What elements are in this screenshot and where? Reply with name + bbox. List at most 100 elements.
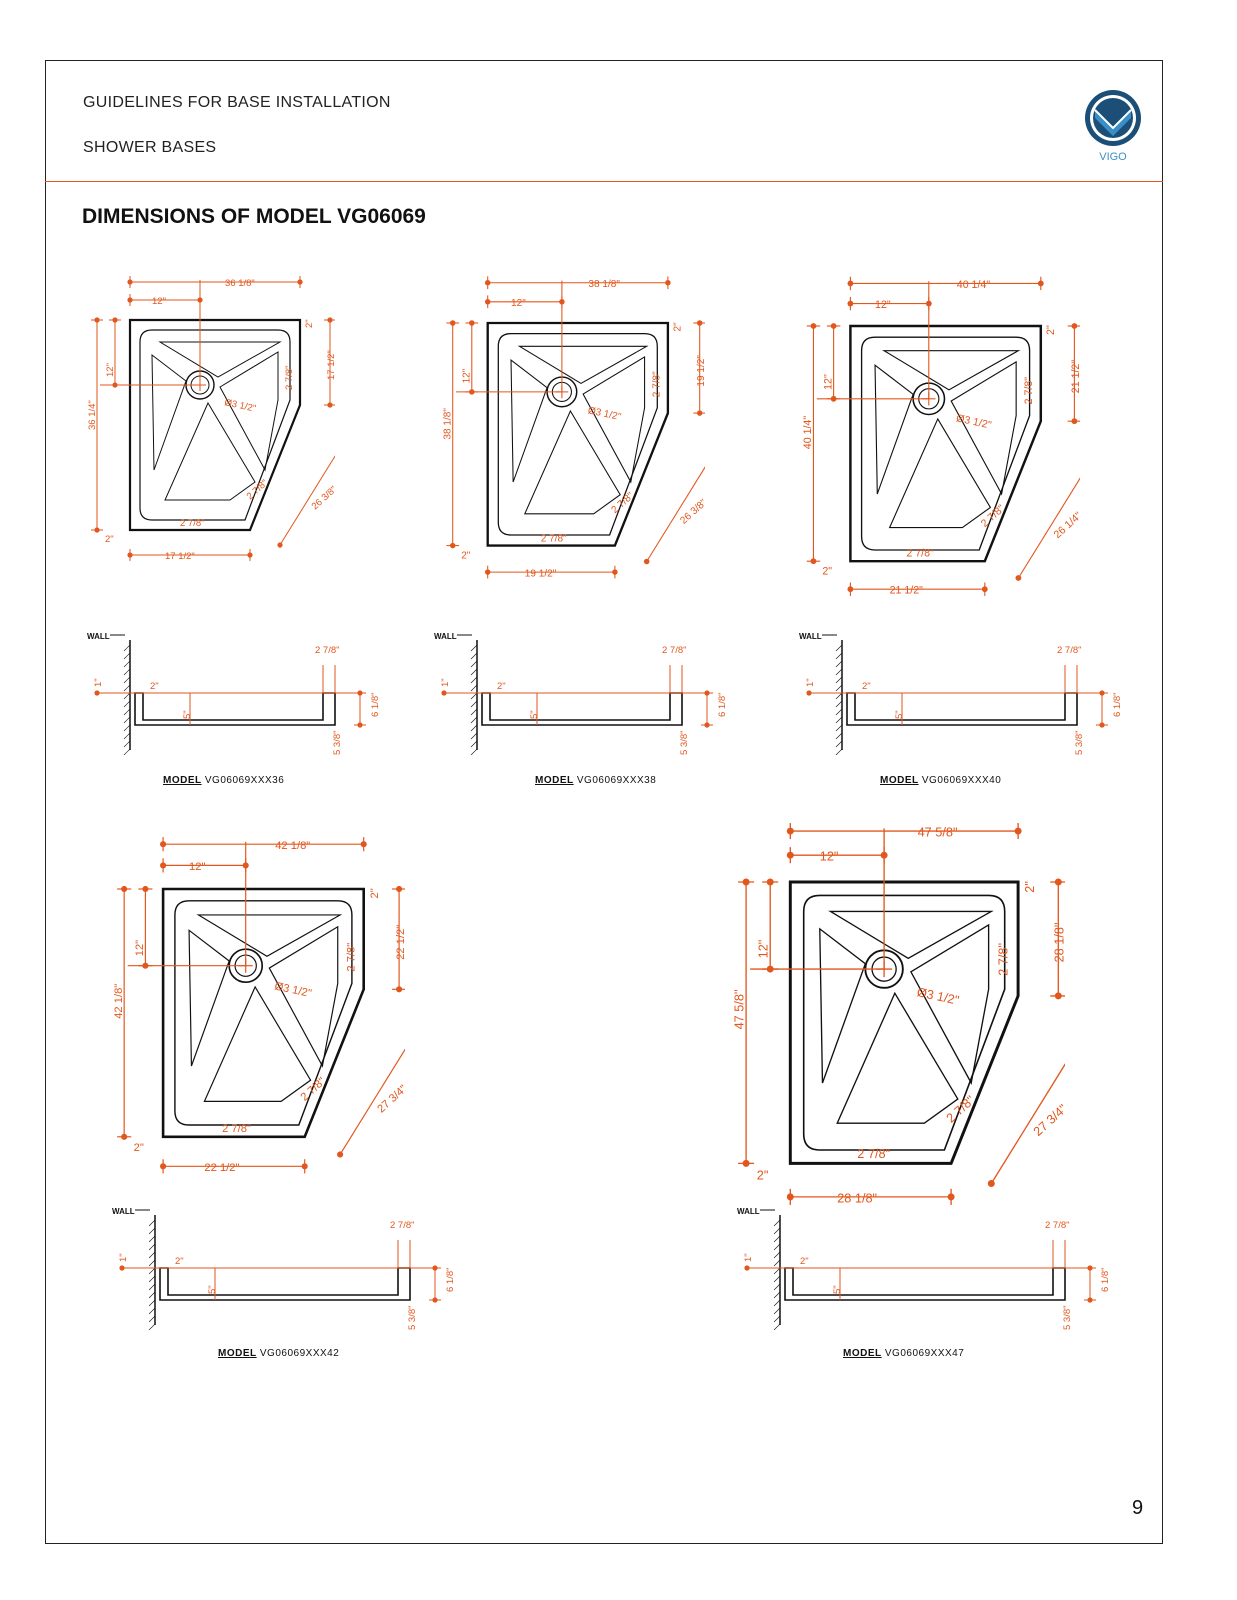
- flange-right-label: 2 7/8": [651, 371, 662, 397]
- flange-bottom-label: 2 7/8": [541, 533, 567, 544]
- bottom-width-label: 28 1/8": [837, 1190, 877, 1205]
- base-profile: [134, 692, 336, 726]
- vigo-logo: VIGO: [1085, 90, 1141, 162]
- twelve-label-side: 12": [822, 374, 834, 390]
- one-in-label: 1": [440, 678, 451, 687]
- header-divider: [45, 181, 1163, 182]
- flange-bottom-label: 2 7/8": [906, 548, 934, 560]
- plan-drawing: Ø3 1/2"38 1/8"12"38 1/8"12"19 1/2"19 1/2…: [443, 276, 705, 579]
- drain-label: Ø3 1/2": [955, 412, 993, 431]
- two-in-profile-label: 2": [150, 681, 159, 692]
- side-depth-label: 38 1/8": [443, 408, 454, 440]
- one-in-label: 1": [93, 678, 104, 687]
- inner-depth-label: 5 3/8": [407, 1305, 418, 1330]
- wall-label: WALL: [112, 1207, 135, 1216]
- two-in-top-label: 2": [369, 888, 381, 898]
- five-label: 5": [894, 710, 905, 719]
- flange-right-label: 2 7/8": [1023, 377, 1035, 405]
- flange-right-label: 2 7/8": [995, 943, 1010, 976]
- short-side-label: 22 1/2": [395, 925, 405, 960]
- base-outline: [486, 321, 670, 547]
- twelve-label-top: 12": [820, 849, 839, 864]
- short-side-label: 17 1/2": [326, 350, 335, 380]
- two-in-bottom-label: 2": [105, 534, 114, 545]
- header-title: GUIDELINES FOR BASE INSTALLATION: [83, 94, 391, 111]
- plan-drawing: Ø3 1/2"36 1/8"12"36 1/4"12"17 1/2"17 1/2…: [87, 276, 335, 562]
- overall-width-label: 38 1/8": [588, 279, 620, 290]
- inner-depth-label: 5 3/8": [1062, 1305, 1073, 1330]
- flange-right-label: 2 7/8": [284, 365, 295, 390]
- flange-profile-label: 2 7/8": [1057, 645, 1082, 656]
- diagonal-label: 26 1/4": [1052, 510, 1080, 541]
- side-depth-label: 40 1/4": [802, 416, 814, 450]
- model-caption: MODEL VG06069XXX42: [218, 1348, 339, 1359]
- flange-bottom-label: 2 7/8": [222, 1123, 251, 1135]
- side-depth-label: 47 5/8": [731, 990, 746, 1030]
- bottom-width-label: 21 1/2": [890, 585, 924, 597]
- diagonal-label: 26 3/8": [678, 497, 705, 527]
- one-in-label: 1": [118, 1253, 129, 1262]
- two-in-profile-label: 2": [800, 1256, 809, 1267]
- five-label: 5": [207, 1285, 218, 1294]
- base-profile: [784, 1267, 1066, 1301]
- overall-width-label: 40 1/4": [957, 279, 991, 291]
- model-caption: MODEL VG06069XXX47: [843, 1348, 964, 1359]
- drain-label: Ø3 1/2": [587, 405, 623, 423]
- flange-right-label: 2 7/8": [345, 943, 357, 972]
- bottom-width-label: 22 1/2": [204, 1162, 239, 1174]
- side-depth-label: 36 1/4": [87, 400, 98, 430]
- model-caption: MODEL VG06069XXX38: [535, 775, 656, 786]
- model-caption-label: MODEL: [535, 775, 574, 786]
- twelve-label-side: 12": [134, 940, 146, 956]
- depth-label: 6 1/8": [370, 692, 381, 717]
- wall-label: WALL: [87, 632, 110, 641]
- inner-depth-label: 5 3/8": [332, 730, 343, 755]
- two-in-profile-label: 2": [862, 681, 871, 692]
- five-label: 5": [529, 710, 540, 719]
- model-caption-label: MODEL: [163, 775, 202, 786]
- model-caption: MODEL VG06069XXX36: [163, 775, 284, 786]
- bottom-width-label: 19 1/2": [525, 568, 557, 579]
- overall-width-label: 42 1/8": [275, 840, 310, 852]
- model-caption-label: MODEL: [880, 775, 919, 786]
- section-title: DIMENSIONS OF MODEL VG06069: [82, 205, 426, 228]
- plan-drawing: Ø3 1/2"47 5/8"12"47 5/8"12"28 1/8"28 1/8…: [731, 823, 1065, 1205]
- model-number: VG06069XXX40: [918, 775, 1002, 786]
- base-outline: [849, 324, 1043, 563]
- twelve-label-top: 12": [152, 296, 166, 307]
- overall-width-label: 36 1/8": [225, 278, 255, 289]
- flange-profile-label: 2 7/8": [662, 645, 687, 656]
- base-profile: [159, 1267, 411, 1301]
- flange-bottom-label: 2 7/8": [180, 518, 205, 529]
- short-side-label: 21 1/2": [1070, 360, 1080, 394]
- base-outline: [128, 318, 302, 532]
- depth-label: 6 1/8": [445, 1267, 456, 1292]
- wall-label: WALL: [434, 632, 457, 641]
- page-frame: [45, 60, 1163, 1544]
- model-caption: MODEL VG06069XXX40: [880, 775, 1001, 786]
- model-number: VG06069XXX42: [256, 1348, 340, 1359]
- flange-profile-label: 2 7/8": [390, 1220, 415, 1231]
- model-number: VG06069XXX36: [201, 775, 285, 786]
- two-in-bottom-label: 2": [757, 1167, 769, 1182]
- two-in-top-label: 2": [1022, 881, 1037, 893]
- two-in-top-label: 2": [304, 319, 315, 328]
- twelve-label-top: 12": [189, 861, 205, 873]
- flange-profile-label: 2 7/8": [315, 645, 340, 656]
- flange-bottom-label: 2 7/8": [857, 1146, 890, 1161]
- two-in-top-label: 2": [1045, 325, 1057, 335]
- base-profile: [481, 692, 683, 726]
- plan-drawing: Ø3 1/2"40 1/4"12"40 1/4"12"21 1/2"21 1/2…: [802, 276, 1080, 597]
- wall-label: WALL: [737, 1207, 760, 1216]
- depth-label: 6 1/8": [1112, 692, 1123, 717]
- plan-drawing: Ø3 1/2"42 1/8"12"42 1/8"12"22 1/2"22 1/2…: [113, 837, 405, 1174]
- two-in-top-label: 2": [673, 322, 684, 332]
- flange-profile-label: 2 7/8": [1045, 1220, 1070, 1231]
- short-side-label: 28 1/8": [1052, 923, 1065, 963]
- diagonal-label: 27 3/4": [375, 1083, 405, 1115]
